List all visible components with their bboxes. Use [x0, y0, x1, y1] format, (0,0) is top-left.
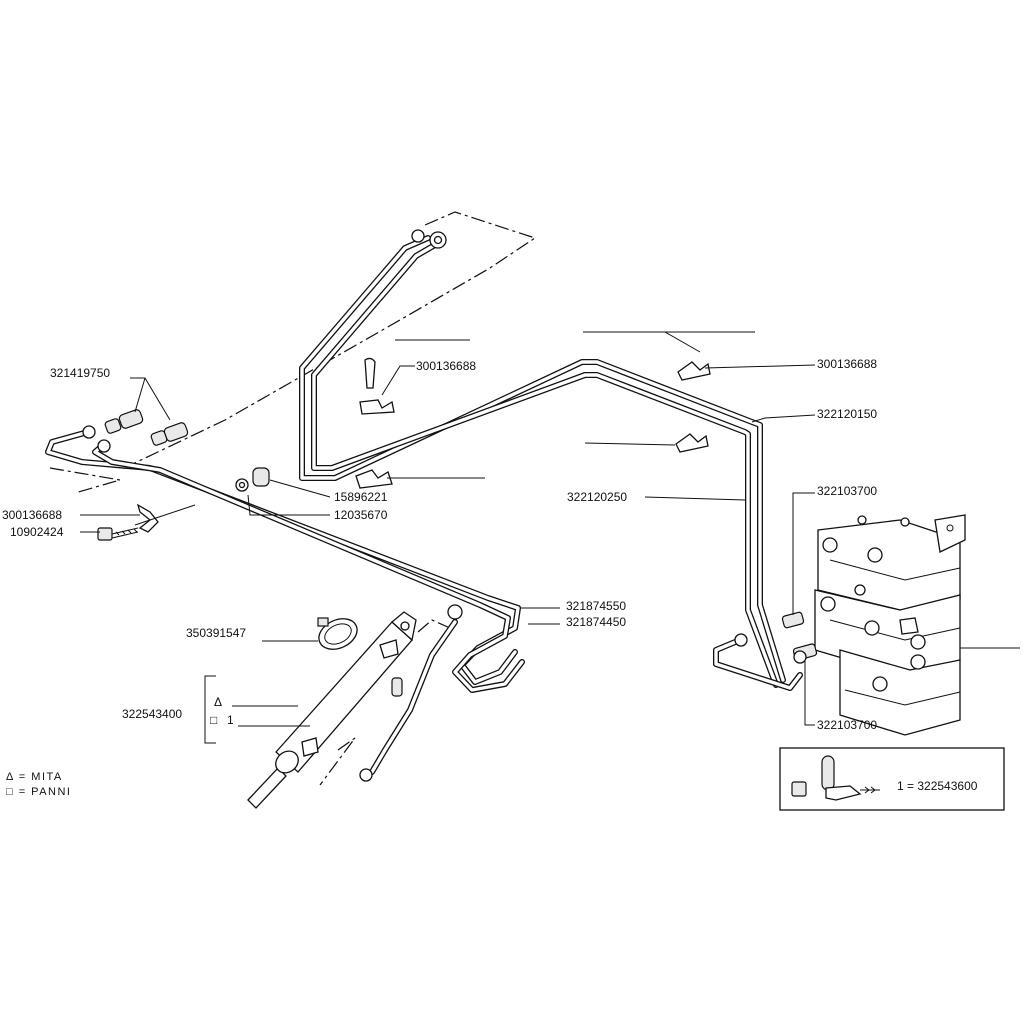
- leader-lines: [80, 331, 1020, 744]
- fitting-321419750: [104, 409, 189, 446]
- clip-lower-pipe: [355, 469, 393, 489]
- bracket-triangle-mark: Δ: [214, 695, 222, 709]
- label-10902424: 10902424: [10, 525, 64, 539]
- label-12035670: 12035670: [334, 508, 388, 522]
- clip-center: [359, 357, 395, 415]
- left-pipe-pair: [45, 425, 525, 782]
- control-valve-block: [814, 514, 966, 736]
- label-300136688-center: 300136688: [416, 359, 476, 373]
- label-321874450: 321874450: [566, 615, 626, 629]
- hydraulic-cylinder: [247, 611, 417, 809]
- grommet-bushing: [235, 467, 270, 492]
- hose-clamp: [317, 617, 358, 650]
- label-15896221: 15896221: [334, 490, 388, 504]
- label-321419750: 321419750: [50, 366, 110, 380]
- inset-box: [779, 747, 1005, 811]
- label-322120250: 322120250: [567, 490, 627, 504]
- label-321874550: 321874550: [566, 599, 626, 613]
- legend-panni: □ = PANNI: [6, 786, 71, 798]
- label-300136688-left: 300136688: [2, 508, 62, 522]
- unions-322103700: [781, 611, 818, 664]
- legend-mita: Δ = MITA: [6, 771, 63, 783]
- bracket-square-mark: □: [210, 713, 217, 727]
- bracket-square-number: 1: [227, 713, 234, 727]
- legend: Δ = MITA □ = PANNI: [6, 771, 71, 798]
- clip-and-bolt-left: [97, 503, 159, 541]
- label-350391547: 350391547: [186, 626, 246, 640]
- upper-pipe-pair: [299, 229, 803, 691]
- label-322103700-bottom: 322103700: [817, 718, 877, 732]
- inset-label: 1 = 322543600: [897, 779, 978, 793]
- label-322543400: 322543400: [122, 707, 182, 721]
- part-labels: 321419750 300136688 10902424 300136688 1…: [2, 357, 978, 793]
- label-322120150: 322120150: [817, 407, 877, 421]
- clips-right: [675, 361, 711, 453]
- label-322103700-top: 322103700: [817, 484, 877, 498]
- assembly-reference-lines: [49, 211, 537, 786]
- label-300136688-right: 300136688: [817, 357, 877, 371]
